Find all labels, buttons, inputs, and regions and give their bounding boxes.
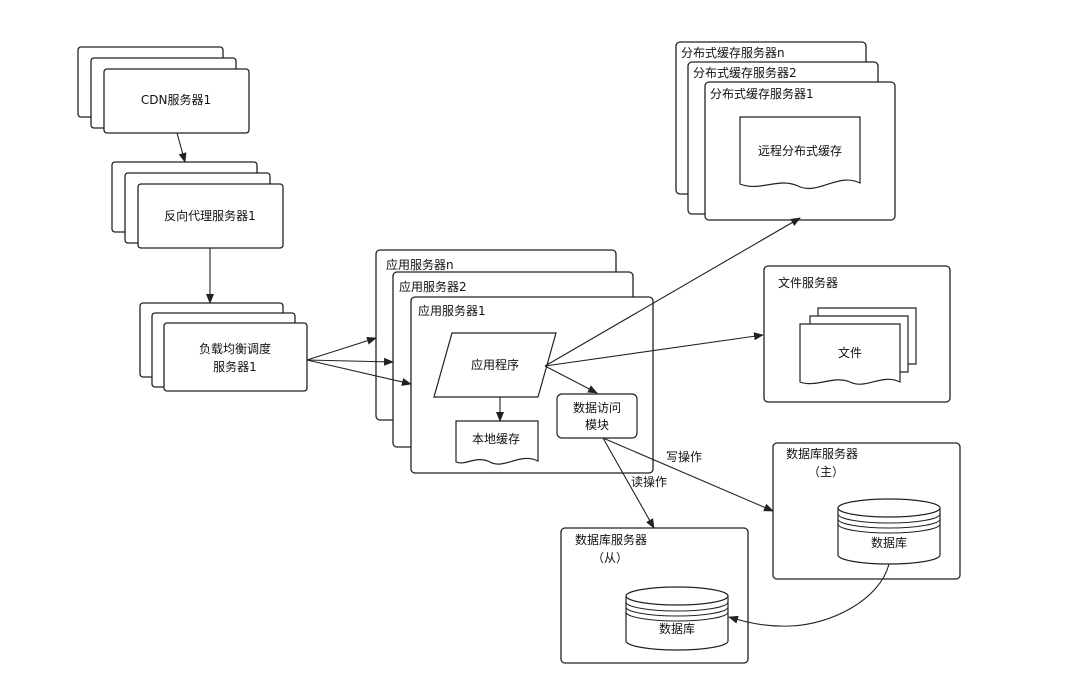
load-balancer-label-line2: 服务器1 xyxy=(213,359,257,374)
local-cache-shape xyxy=(455,420,539,465)
edge-lb-to-app-n xyxy=(306,336,377,361)
reverse-proxy-label: 反向代理服务器1 xyxy=(164,208,256,223)
app-server-n-label: 应用服务器n xyxy=(386,257,454,272)
data-access-module-shape xyxy=(556,393,638,439)
file-server-label: 文件服务器 xyxy=(778,275,838,290)
read-operation-label: 读操作 xyxy=(631,474,667,489)
load-balancer-stack: 负载均衡调度 服务器1 xyxy=(139,302,308,392)
edge-lb-to-app-2 xyxy=(306,357,394,366)
edge-app-to-file-server xyxy=(544,332,764,367)
app-server-stack: 应用服务器n 应用服务器2 应用服务器1 应用程序 本地缓存 数据访问 模块 xyxy=(375,249,654,474)
app-program-label: 应用程序 xyxy=(471,357,519,372)
db-master-role: （主） xyxy=(808,465,844,479)
edge-cdn-to-proxy xyxy=(176,132,187,163)
file-label: 文件 xyxy=(838,345,862,360)
edges: 写操作 读操作 xyxy=(176,132,890,627)
reverse-proxy-stack: 反向代理服务器1 xyxy=(111,161,284,249)
dist-cache-server-2-label: 分布式缓存服务器2 xyxy=(693,65,797,80)
dist-cache-server-1-label: 分布式缓存服务器1 xyxy=(710,86,814,101)
app-program-shape xyxy=(433,332,557,398)
db-slave-db-label: 数据库 xyxy=(659,621,695,636)
dist-cache-server-n-label: 分布式缓存服务器n xyxy=(681,45,785,60)
distributed-cache-stack: 分布式缓存服务器n 分布式缓存服务器2 分布式缓存服务器1 远程分布式缓存 xyxy=(675,41,896,221)
remote-cache-shape xyxy=(739,116,861,189)
db-master-db-label: 数据库 xyxy=(871,535,907,550)
app-server-2-label: 应用服务器2 xyxy=(399,279,467,294)
db-master-cylinder xyxy=(837,498,941,565)
data-access-label-line2: 模块 xyxy=(585,418,609,432)
data-access-label-line1: 数据访问 xyxy=(573,400,621,415)
app-server-1-label: 应用服务器1 xyxy=(418,303,486,318)
edge-read-from-slave xyxy=(602,437,655,529)
db-master-server: 数据库服务器 （主） 数据库 xyxy=(772,442,961,580)
db-slave-title: 数据库服务器 xyxy=(575,532,647,547)
file-server: 文件服务器 文件 xyxy=(763,265,951,403)
db-slave-role: （从） xyxy=(592,551,628,565)
db-master-title: 数据库服务器 xyxy=(786,446,858,461)
db-slave-cylinder xyxy=(625,586,729,651)
db-slave-server: 数据库服务器 （从） 数据库 xyxy=(560,527,749,664)
edge-app-to-dist-cache xyxy=(544,217,801,367)
edge-app-to-data-access xyxy=(544,365,598,394)
cdn-server-stack: CDN服务器1 xyxy=(77,46,250,134)
edge-master-to-slave-replication xyxy=(728,563,890,627)
write-operation-label: 写操作 xyxy=(666,449,702,464)
local-cache-label: 本地缓存 xyxy=(472,432,520,446)
cdn-server-label: CDN服务器1 xyxy=(141,92,211,107)
edge-lb-to-app-1 xyxy=(306,359,412,386)
remote-cache-label: 远程分布式缓存 xyxy=(758,143,842,158)
edge-write-to-master xyxy=(602,437,774,512)
load-balancer-label-line1: 负载均衡调度 xyxy=(199,341,271,356)
file-doc-shape xyxy=(799,323,901,385)
